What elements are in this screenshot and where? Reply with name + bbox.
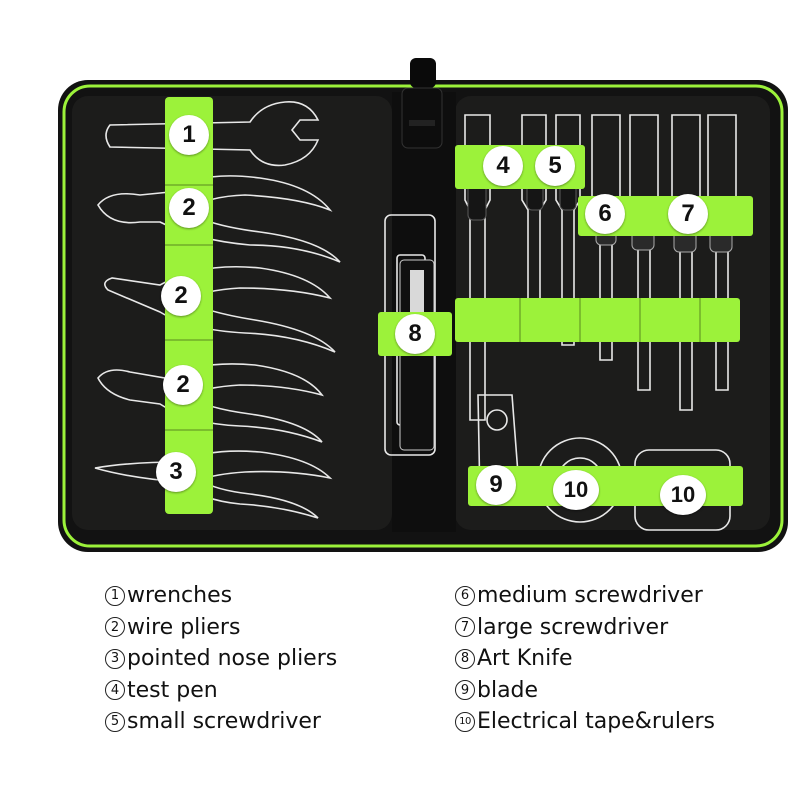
legend-label: medium screwdriver [477,583,703,608]
circled-number: 6 [455,585,475,606]
legend-label: wire pliers [127,614,241,640]
circled-number: 1 [105,585,125,606]
badge-small-screwdriver: 5 [535,146,575,186]
circled-number: 7 [455,617,475,638]
badge-wire-pliers-3: 2 [163,365,203,405]
circled-number: 8 [455,648,475,669]
circled-number: 4 [105,680,125,701]
zipper-pull [401,58,443,149]
legend-label: wrenches [127,583,233,608]
badge-test-pen: 4 [483,146,523,186]
strap-middle [455,298,740,342]
circled-number: 5 [105,711,125,732]
badge-art-knife: 8 [395,314,435,354]
badge-medium-screwdriver: 6 [585,194,625,234]
badge-large-screwdriver: 7 [668,194,708,234]
circled-number: 9 [455,680,475,701]
badge-electrical-tape: 10 [553,470,599,510]
strap-seams [165,184,701,431]
legend-label: Electrical tape&rulers [477,709,716,734]
circled-number: 3 [105,648,125,669]
legend-label: small screwdriver [127,709,321,734]
badge-pointed-nose-pliers: 3 [156,452,196,492]
legend-label: test pen [127,677,218,703]
badge-blade: 9 [476,465,516,505]
legend-label: large screwdriver [477,614,669,640]
badge-rulers: 10 [660,475,706,515]
circled-number: 10 [455,711,475,732]
legend-label: pointed nose pliers [127,646,338,671]
legend-label: blade [477,677,539,703]
badge-wire-pliers-1: 2 [169,188,209,228]
circled-number: 2 [105,617,125,638]
badge-wrenches: 1 [169,115,209,155]
legend-label: Art Knife [477,646,573,671]
badge-wire-pliers-2: 2 [161,276,201,316]
